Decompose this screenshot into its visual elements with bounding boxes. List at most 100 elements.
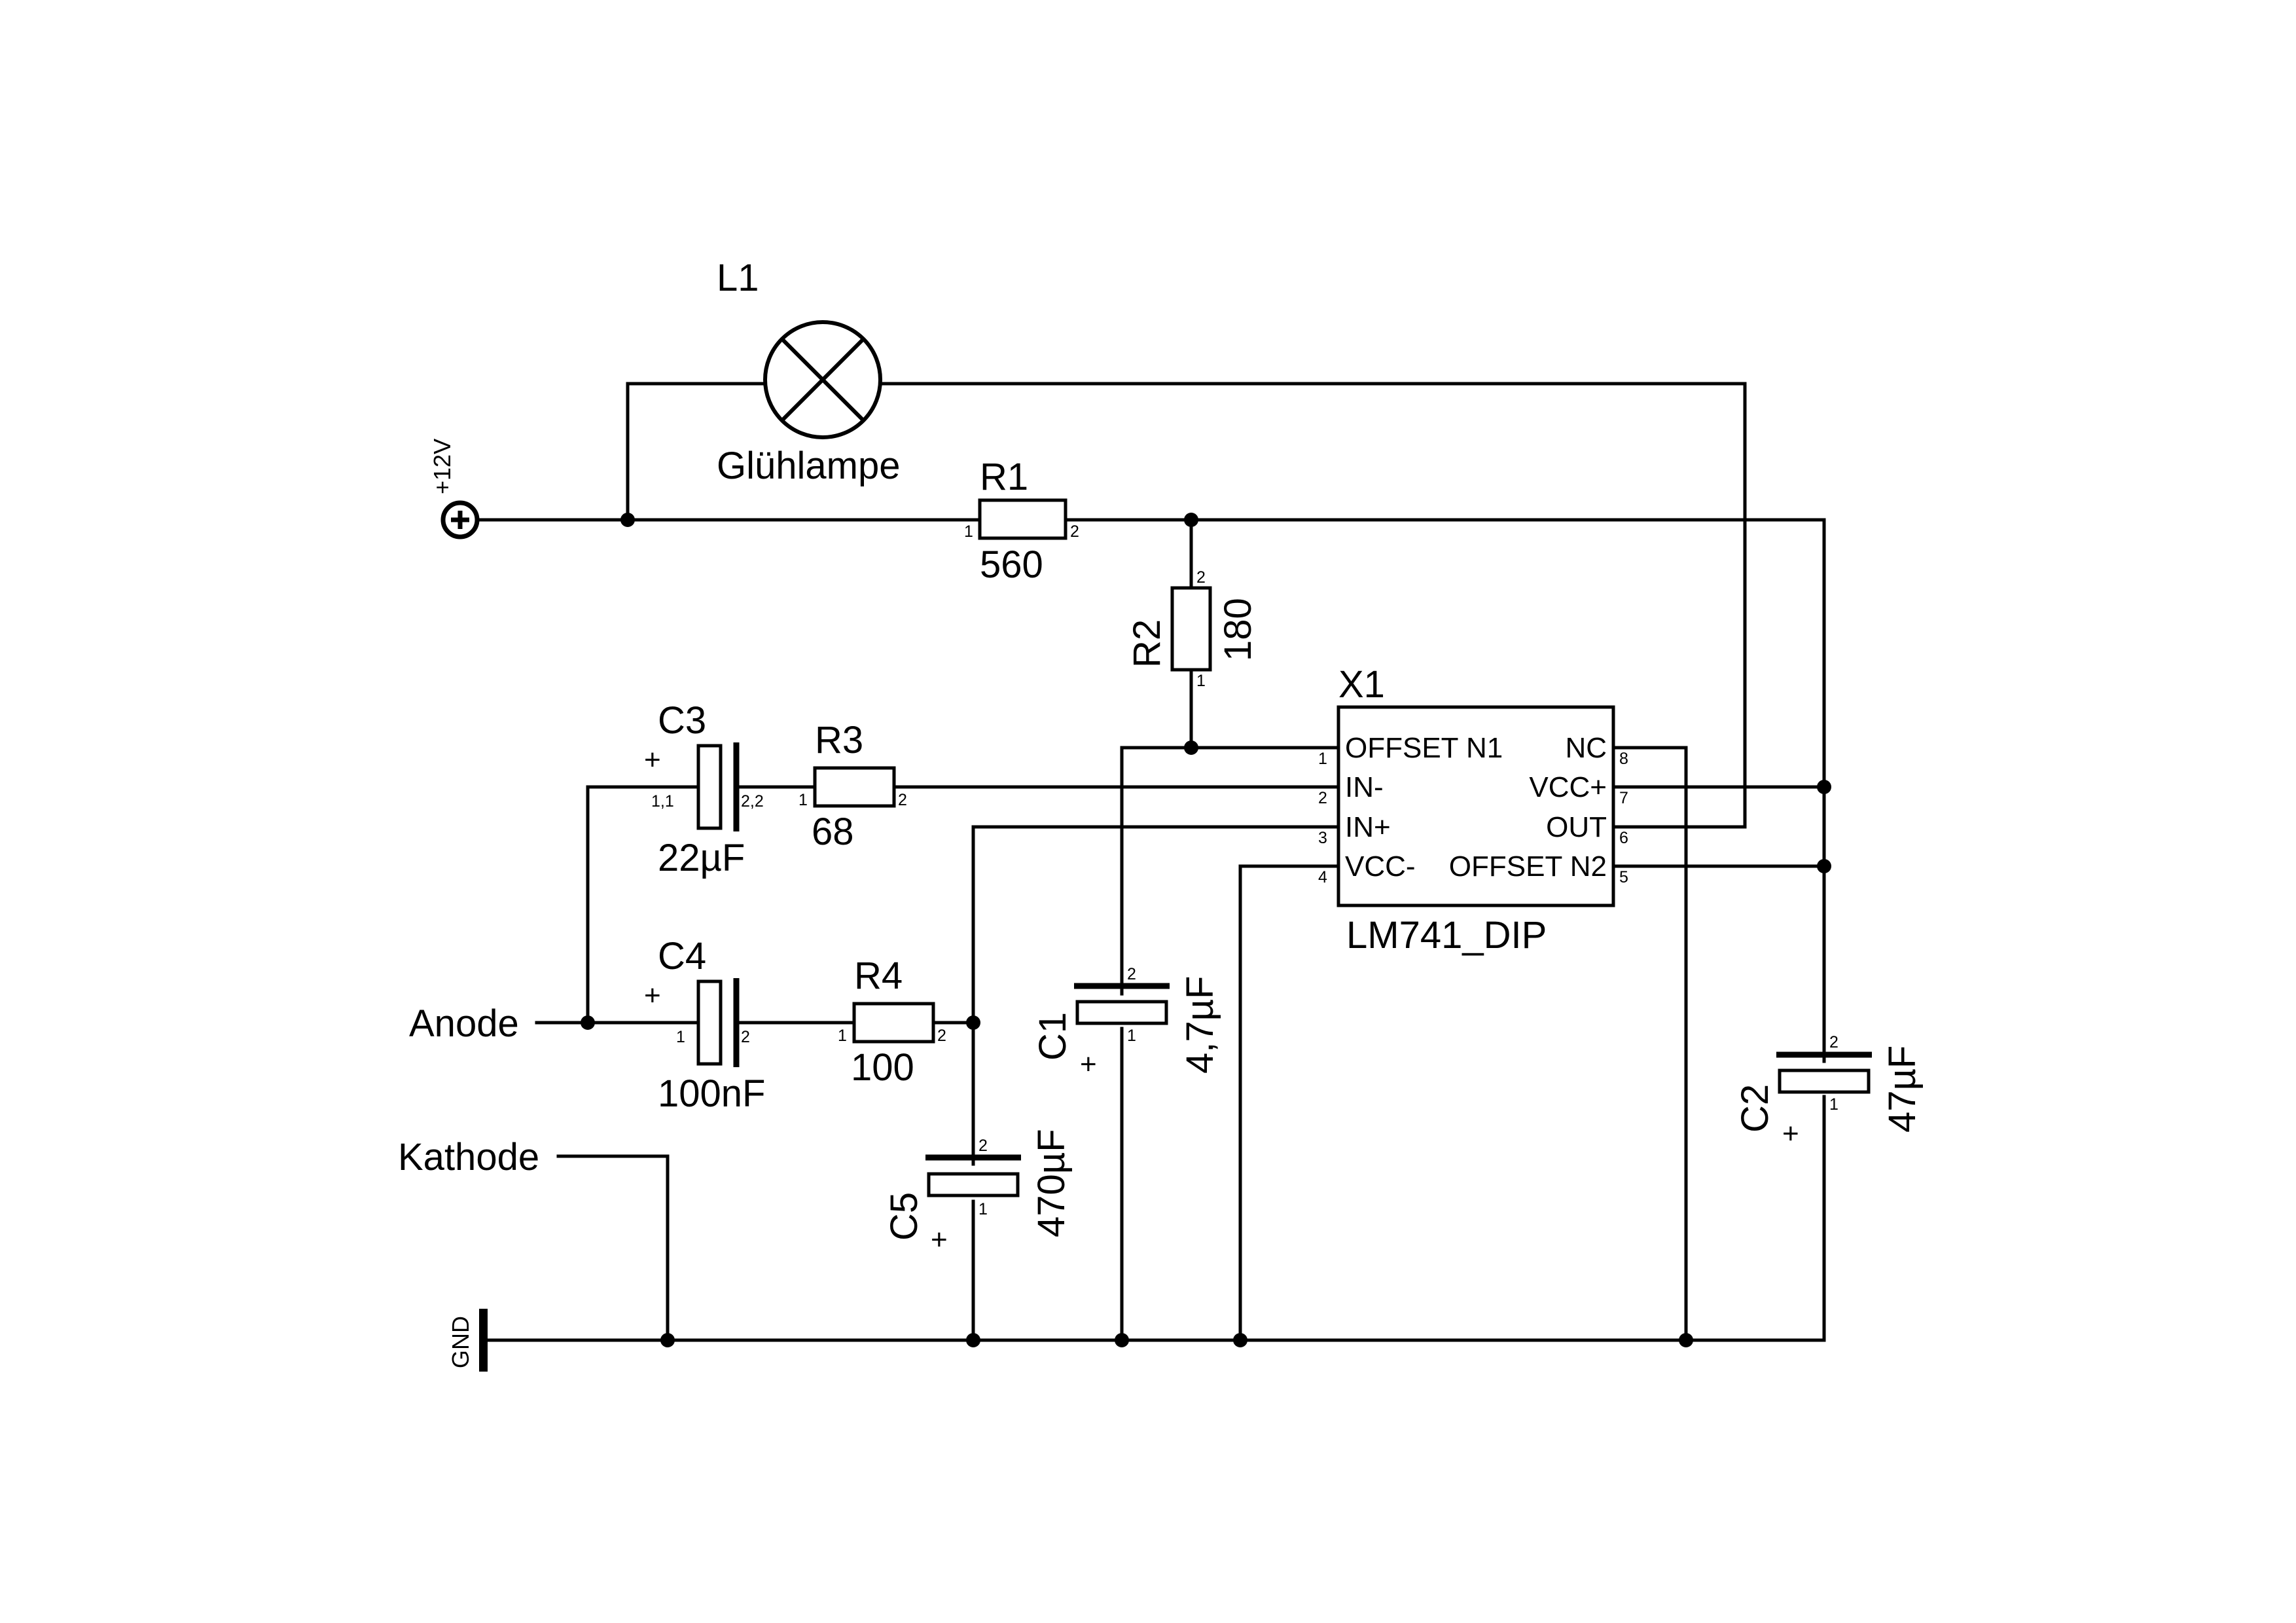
ground-bar-icon — [479, 1309, 488, 1372]
capacitor-ref: C2 — [1734, 1084, 1776, 1133]
ic-pin-name: OFFSET N1 — [1345, 732, 1503, 764]
capacitor-plate-positive — [927, 1172, 1020, 1197]
pin-number: 1 — [1318, 750, 1327, 768]
resistor-value: 100 — [851, 1046, 914, 1089]
ic-pin-name: OUT — [1546, 811, 1607, 843]
resistor-body — [1170, 586, 1212, 672]
lamp-ref: L1 — [717, 257, 759, 299]
lamp-name: Glühlampe — [717, 445, 900, 487]
capacitor-ref: C3 — [658, 699, 706, 742]
polarity-mark: + — [931, 1224, 948, 1256]
polarity-mark: + — [1080, 1048, 1097, 1080]
wire-lamp-left — [626, 382, 766, 522]
supply-label: +12V — [429, 439, 456, 494]
pin-number: 3 — [1318, 829, 1327, 847]
capacitor-plate-positive — [1075, 1000, 1168, 1025]
pin-number: 2 — [937, 1027, 946, 1045]
junction-dot — [966, 1015, 980, 1030]
pin-number: 2 — [1318, 789, 1327, 807]
wire-c3-left — [586, 785, 700, 1025]
pin-number: 1 — [1196, 672, 1206, 690]
junctions — [581, 513, 1831, 1347]
ic-part: LM741_DIP — [1346, 914, 1547, 957]
ground-label: GND — [447, 1316, 474, 1368]
pin-number: 1 — [964, 522, 973, 541]
pin-number: 8 — [1619, 750, 1628, 768]
pin-number: 2 — [1070, 522, 1079, 541]
capacitor-ref: C4 — [658, 935, 706, 977]
ground: GND — [447, 1309, 488, 1372]
wire-ic-pin4 — [1238, 864, 1340, 1342]
pin-number: 2 — [741, 1028, 750, 1046]
kathode-label: Kathode — [398, 1136, 539, 1178]
ic-body — [1336, 705, 1615, 907]
pin-number: 2 — [1127, 965, 1136, 983]
junction-dot — [1817, 780, 1831, 794]
junction-dot — [581, 1015, 595, 1030]
lamp-l1: L1 Glühlampe — [717, 257, 900, 487]
ic-pin-name: IN+ — [1345, 811, 1391, 843]
pin-number: 1 — [676, 1028, 685, 1046]
ic-ref: X1 — [1338, 663, 1385, 706]
pin-number: 4 — [1318, 868, 1327, 886]
junction-dot — [1115, 1333, 1129, 1347]
ic-pin-name: VCC+ — [1529, 771, 1607, 803]
pin-number: 2 — [1196, 568, 1206, 587]
junction-dot — [1184, 513, 1198, 527]
supply-12v: +12V — [429, 439, 480, 539]
ic-pin-name: VCC- — [1345, 850, 1416, 883]
capacitor-value: 4,7µF — [1179, 976, 1221, 1074]
resistor-ref: R2 — [1126, 619, 1168, 668]
capacitor-plate-positive — [696, 744, 723, 830]
resistor-body — [978, 498, 1067, 540]
polarity-mark: + — [1782, 1118, 1799, 1150]
resistor-r3: R3 68 1 2 — [798, 719, 907, 853]
capacitor-c3: C3 22µF + 1,1 2,2 — [644, 699, 764, 879]
pin-number: 1 — [838, 1027, 847, 1045]
pin-number: 7 — [1619, 789, 1628, 807]
capacitor-c4: C4 100nF + 1 2 — [644, 935, 765, 1115]
pin-number: 1 — [1829, 1095, 1839, 1114]
pin-number: 2 — [978, 1137, 988, 1155]
resistor-value: 68 — [812, 811, 854, 853]
polarity-mark: + — [644, 979, 661, 1012]
capacitor-value: 470µF — [1030, 1129, 1073, 1237]
capacitor-value: 47µF — [1881, 1046, 1924, 1133]
resistor-ref: R1 — [980, 456, 1028, 498]
capacitor-value: 100nF — [658, 1072, 765, 1115]
junction-dot — [1817, 859, 1831, 873]
resistor-r1: R1 560 1 2 — [964, 456, 1079, 586]
polarity-mark: + — [644, 744, 661, 776]
capacitor-c2: C2 47µF + 2 1 — [1734, 1033, 1924, 1150]
pin-number: 1,1 — [651, 792, 674, 811]
pin-number: 6 — [1619, 829, 1628, 847]
capacitor-ref: C5 — [883, 1192, 925, 1241]
junction-dot — [966, 1333, 980, 1347]
resistor-ref: R4 — [854, 955, 903, 997]
ic-pin-name: IN- — [1345, 771, 1384, 803]
pin-number: 2,2 — [741, 792, 764, 811]
pin-number: 1 — [978, 1200, 988, 1218]
ic-pin-name: OFFSET N2 — [1449, 850, 1607, 883]
pin-number: 2 — [1829, 1033, 1839, 1051]
junction-dot — [620, 513, 635, 527]
capacitor-plate-positive — [1778, 1068, 1871, 1094]
junction-dot — [1679, 1333, 1693, 1347]
resistor-value: 560 — [980, 543, 1043, 586]
capacitor-ref: C1 — [1031, 1012, 1074, 1061]
ic-pin-name: NC — [1565, 732, 1607, 764]
junction-dot — [1233, 1333, 1247, 1347]
capacitor-c5: C5 470µF + 2 1 — [883, 1129, 1073, 1256]
pin-number: 1 — [798, 791, 808, 809]
wire-12v-rail-right — [1064, 518, 1826, 862]
capacitor-c1: C1 4,7µF + 2 1 — [1031, 965, 1221, 1080]
resistor-body — [852, 1002, 935, 1044]
plus-sign-icon — [451, 511, 469, 529]
pin-number: 2 — [898, 791, 907, 809]
resistor-r2: R2 180 2 1 — [1126, 568, 1259, 690]
wire-lamp-right — [880, 382, 1747, 829]
wires — [473, 382, 1826, 1342]
resistor-ref: R3 — [815, 719, 863, 761]
pin-number: 1 — [1127, 1027, 1136, 1045]
